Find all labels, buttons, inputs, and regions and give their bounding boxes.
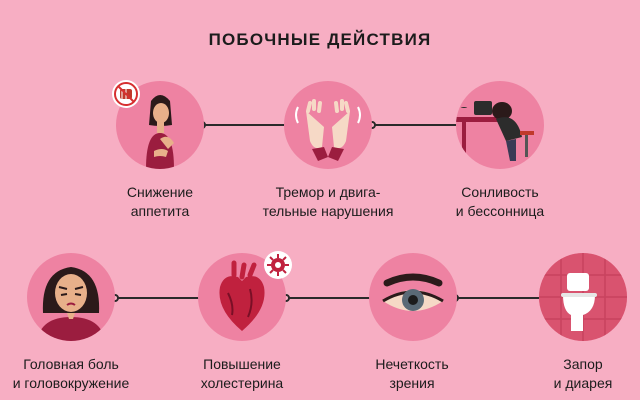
connector-line — [456, 297, 540, 299]
trembling-hands-icon — [284, 81, 372, 169]
cholesterol-particle-icon — [264, 251, 292, 279]
item-label: Снижение аппетита — [126, 184, 194, 219]
no-food-badge-icon — [112, 80, 140, 108]
item-label: Сонливость и бессонница — [455, 184, 545, 219]
page-title: ПОБОЧНЫЕ ДЕЙСТВИЯ — [208, 30, 432, 49]
sleeping-at-desk-icon — [456, 81, 544, 169]
connector-line — [374, 124, 456, 126]
headache-woman-icon — [27, 253, 115, 341]
item-label: Запор и диарея — [553, 356, 613, 391]
zzz-badge-icon: z — [458, 96, 470, 108]
item-label: Повышение холестерина — [200, 356, 284, 391]
item-label: Нечеткость зрения — [375, 356, 449, 391]
connector-line — [116, 297, 200, 299]
toilet-icon — [539, 253, 627, 341]
eye-icon — [369, 253, 457, 341]
item-label: Головная боль и головокружение — [12, 356, 130, 391]
svg-text:z: z — [458, 97, 470, 108]
connector-line — [287, 297, 371, 299]
item-label: Тремор и двига- тельные нарушения — [262, 184, 394, 219]
